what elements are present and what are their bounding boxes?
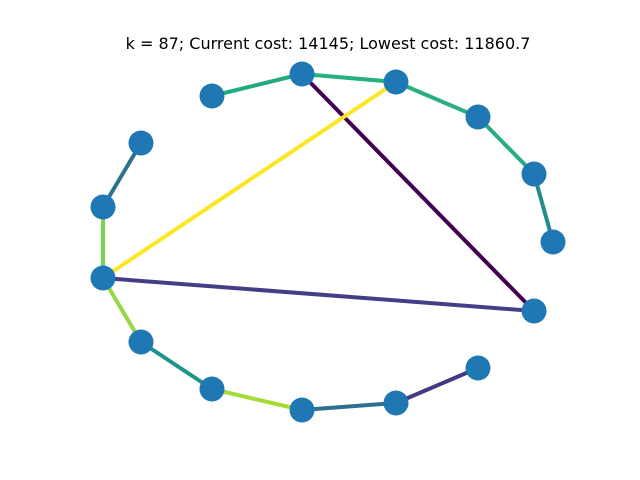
edge-n2-n3 xyxy=(300,72,398,84)
edge-n12-n13 xyxy=(210,387,304,412)
node-layer xyxy=(90,61,566,423)
edge-n2-n7 xyxy=(300,72,536,313)
edge-n11-n12 xyxy=(139,340,214,391)
edge-n3-n4 xyxy=(394,80,480,119)
node-n11 xyxy=(128,329,154,355)
node-n5 xyxy=(521,161,547,187)
node-n7 xyxy=(521,298,547,324)
node-n2 xyxy=(289,61,315,87)
edge-n3-n10 xyxy=(101,80,398,280)
node-n3 xyxy=(383,69,409,95)
node-n6 xyxy=(540,229,566,255)
node-n9 xyxy=(90,194,116,220)
node-n13 xyxy=(289,397,315,423)
edge-n14-n15 xyxy=(394,366,480,405)
node-n14 xyxy=(383,390,409,416)
node-n12 xyxy=(199,376,225,402)
node-n1 xyxy=(199,83,225,109)
node-n8 xyxy=(128,130,154,156)
edge-n7-n10 xyxy=(101,276,536,313)
edge-n1-n2 xyxy=(210,72,304,98)
edge-n4-n5 xyxy=(476,115,536,176)
figure-title: k = 87; Current cost: 14145; Lowest cost… xyxy=(126,34,531,53)
edge-n13-n14 xyxy=(300,401,398,412)
node-n4 xyxy=(465,104,491,130)
node-n15 xyxy=(465,355,491,381)
node-n10 xyxy=(90,265,116,291)
